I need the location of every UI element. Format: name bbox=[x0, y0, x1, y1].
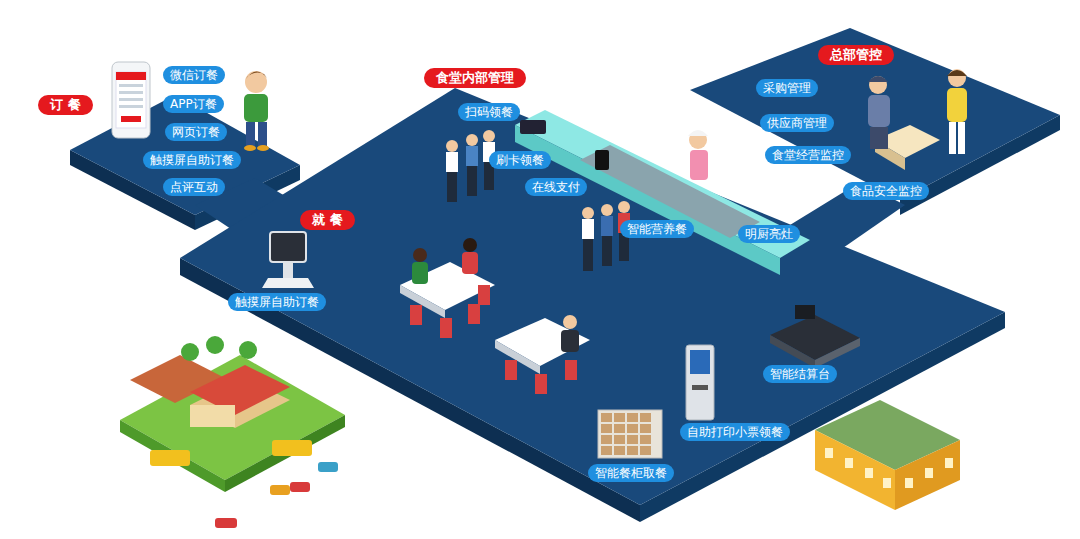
feature-pill: 刷卡领餐 bbox=[489, 151, 551, 169]
feature-pill: 采购管理 bbox=[756, 79, 818, 97]
label-text: 触摸屏自助订餐 bbox=[235, 295, 319, 309]
label-text: 网页订餐 bbox=[172, 125, 220, 139]
meal-locker bbox=[598, 410, 662, 458]
label-text: 点评互动 bbox=[170, 180, 218, 194]
feature-pill: 智能餐柜取餐 bbox=[588, 464, 674, 482]
label-text: 食堂内部管理 bbox=[436, 70, 514, 85]
school bbox=[120, 336, 345, 528]
feature-pill: 智能营养餐 bbox=[620, 220, 694, 238]
feature-pill: 扫码领餐 bbox=[458, 103, 520, 121]
section-tag: 总部管控 bbox=[818, 45, 894, 65]
label-text: 食堂经营监控 bbox=[772, 148, 844, 162]
feature-pill: 在线支付 bbox=[525, 178, 587, 196]
label-text: 微信订餐 bbox=[170, 68, 218, 82]
phone-and-boy bbox=[112, 62, 269, 151]
hq-people bbox=[868, 69, 967, 170]
label-text: 刷卡领餐 bbox=[496, 153, 544, 167]
feature-pill: 触摸屏自助订餐 bbox=[228, 293, 326, 311]
label-text: 明厨亮灶 bbox=[745, 227, 793, 241]
label-text: 智能餐柜取餐 bbox=[595, 466, 667, 480]
feature-pill: 微信订餐 bbox=[163, 66, 225, 84]
label-text: 触摸屏自助订餐 bbox=[150, 153, 234, 167]
feature-pill: 自助打印小票领餐 bbox=[680, 423, 790, 441]
settlement-desk bbox=[770, 305, 860, 368]
label-text: 食品安全监控 bbox=[850, 184, 922, 198]
label-text: 在线支付 bbox=[532, 180, 580, 194]
feature-pill: 网页订餐 bbox=[165, 123, 227, 141]
platforms bbox=[70, 28, 1060, 522]
feature-pill: 供应商管理 bbox=[760, 114, 834, 132]
label-text: APP订餐 bbox=[170, 97, 217, 111]
feature-pill: 触摸屏自助订餐 bbox=[143, 151, 241, 169]
feature-pill: 明厨亮灶 bbox=[738, 225, 800, 243]
ticket-kiosk bbox=[686, 345, 714, 420]
serving-counter bbox=[515, 110, 810, 275]
label-text: 采购管理 bbox=[763, 81, 811, 95]
label-text: 就 餐 bbox=[312, 212, 343, 227]
section-tag: 食堂内部管理 bbox=[424, 68, 526, 88]
section-tag: 订 餐 bbox=[38, 95, 93, 115]
tables bbox=[400, 238, 590, 394]
section-tag: 就 餐 bbox=[300, 210, 355, 230]
label-text: 智能营养餐 bbox=[627, 222, 687, 236]
kiosk bbox=[262, 232, 314, 288]
feature-pill: 食堂经营监控 bbox=[765, 146, 851, 164]
label-text: 总部管控 bbox=[830, 47, 882, 62]
feature-pill: 食品安全监控 bbox=[843, 182, 929, 200]
label-text: 智能结算台 bbox=[770, 367, 830, 381]
people bbox=[446, 130, 630, 271]
label-text: 订 餐 bbox=[50, 97, 81, 112]
feature-pill: 智能结算台 bbox=[763, 365, 837, 383]
label-text: 扫码领餐 bbox=[465, 105, 513, 119]
feature-pill: APP订餐 bbox=[163, 95, 224, 113]
building bbox=[815, 400, 960, 510]
label-text: 自助打印小票领餐 bbox=[687, 425, 783, 439]
label-text: 供应商管理 bbox=[767, 116, 827, 130]
feature-pill: 点评互动 bbox=[163, 178, 225, 196]
